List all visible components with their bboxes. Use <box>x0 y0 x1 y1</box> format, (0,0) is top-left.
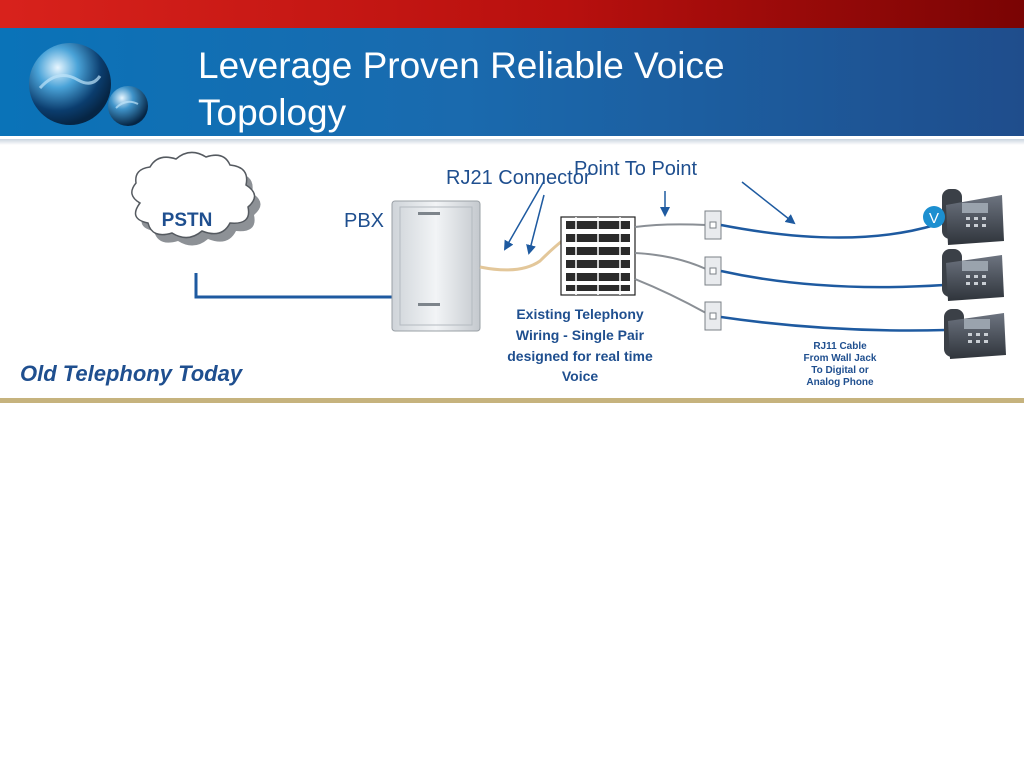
desk-phone-3-icon <box>944 309 1006 359</box>
pbx-label: PBX <box>344 210 384 232</box>
wiring-note-line-1: Existing Telephony <box>516 306 644 322</box>
slide-title-line-2: Topology <box>198 92 347 133</box>
rj21-connector-label: RJ21 Connector <box>446 167 591 189</box>
header-shadow <box>0 139 1024 145</box>
pbx-cabinet-icon <box>391 200 481 332</box>
diagram-caption: Old Telephony Today <box>20 361 244 386</box>
phone-badge-icon <box>923 206 945 228</box>
pstn-cloud-icon <box>131 151 261 246</box>
desk-phone-1-icon <box>942 189 1004 245</box>
desk-phone-2-icon <box>942 249 1004 301</box>
station-wire-3 <box>634 278 707 314</box>
rj11-note-line-4: Analog Phone <box>806 377 874 388</box>
wiring-note-line-3: designed for real time <box>507 348 653 364</box>
wiring-note-line-2: Wiring - Single Pair <box>516 327 645 343</box>
wall-jack-3-icon <box>704 301 722 331</box>
top-red-bar <box>0 0 1024 28</box>
pstn-label: PSTN <box>162 210 213 231</box>
point-to-point-arrow-2 <box>741 181 796 225</box>
rj11-cable-3 <box>720 315 947 332</box>
station-wire-2 <box>634 252 707 270</box>
rj11-note-line-1: RJ11 Cable <box>813 341 867 352</box>
rj21-arrow-2 <box>526 194 545 255</box>
point-to-point-label: Point To Point <box>574 158 697 180</box>
rj11-note-line-2: From Wall Jack <box>804 353 877 364</box>
globe-logo-icon <box>29 43 148 126</box>
pstn-trunk-line <box>194 273 392 299</box>
wiring-note: Existing Telephony Wiring - Single Pair … <box>507 306 653 384</box>
rj21-cable <box>479 239 563 272</box>
wall-jack-2-icon <box>704 256 722 286</box>
phone-badge-label: V <box>929 210 939 227</box>
footer-rule <box>0 398 1024 403</box>
rj21-arrow-1 <box>504 180 545 251</box>
wiring-note-line-4: Voice <box>562 368 599 384</box>
rj11-note: RJ11 Cable From Wall Jack To Digital or … <box>804 341 877 388</box>
wall-jack-1-icon <box>704 210 722 240</box>
rj11-note-line-3: To Digital or <box>811 365 869 376</box>
telephony-diagram: PSTN PBX <box>20 151 1006 388</box>
rj11-cable-1 <box>720 223 936 239</box>
punch-down-block-icon <box>560 216 636 296</box>
slide-header <box>0 28 1024 139</box>
station-wire-1 <box>634 223 707 228</box>
slide-title: Leverage Proven Reliable Voice Topology <box>198 42 918 136</box>
rj11-cable-2 <box>720 269 945 289</box>
slide-title-line-1: Leverage Proven Reliable Voice <box>198 45 725 86</box>
